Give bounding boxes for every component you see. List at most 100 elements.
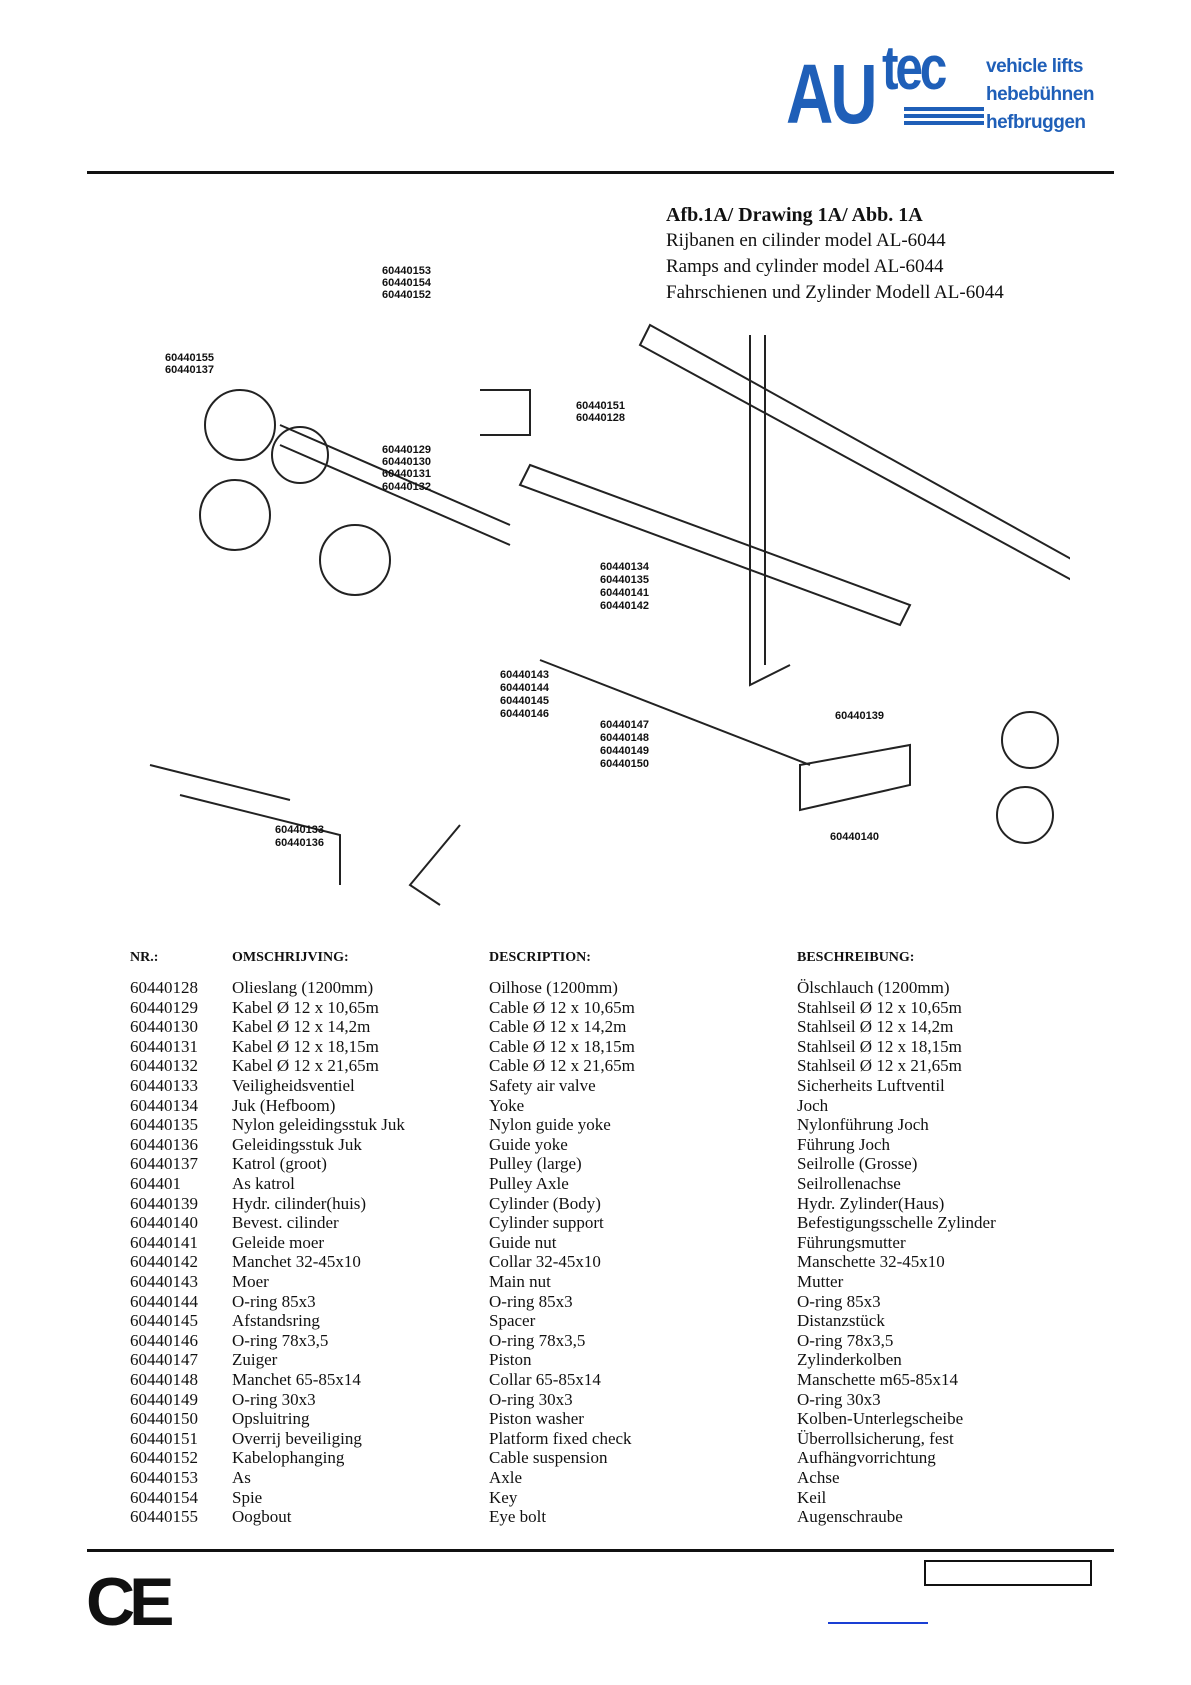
cell-nl: Kabel Ø 12 x 18,15m — [232, 1036, 379, 1056]
cell-nl: Zuiger — [232, 1350, 278, 1370]
cell-de: Joch — [797, 1095, 829, 1115]
footer-rule — [87, 1549, 1114, 1552]
label-60440132: 60440132 — [382, 481, 431, 493]
ce-mark: CE — [86, 1564, 175, 1640]
cell-nr: 60440134 — [130, 1095, 198, 1115]
cell-nl: As katrol — [232, 1174, 295, 1193]
cell-de: O-ring 85x3 — [797, 1291, 881, 1311]
cell-nl: Kabel Ø 12 x 10,65m — [232, 997, 379, 1017]
cell-en: Nylon guide yoke — [489, 1115, 611, 1135]
label-60440151: 60440151 — [576, 400, 625, 412]
ramp-lower — [518, 463, 912, 627]
cell-nr: 60440155 — [130, 1507, 198, 1527]
cell-nr: 60440144 — [130, 1291, 198, 1311]
cell-de: Manschette 32-45x10 — [797, 1252, 945, 1272]
label-60440128: 60440128 — [576, 412, 625, 424]
pulley-4 — [319, 524, 391, 596]
cell-nr: 60440142 — [130, 1252, 198, 1272]
cell-nr: 60440149 — [130, 1389, 198, 1409]
label-60440155: 60440155 — [165, 352, 214, 364]
cell-de: Führung Joch — [797, 1134, 891, 1154]
table-row: 60440129 Kabel Ø 12 x 10,65m Cable Ø 12 x … — [0, 998, 1191, 1018]
cell-de: Führungsmutter — [797, 1232, 906, 1252]
cell-en: Main nut — [489, 1272, 551, 1291]
cell-de: Ölschlauch (1200mm) — [797, 978, 950, 997]
label-60440136: 60440136 — [275, 837, 324, 849]
cell-nl: Spie — [232, 1487, 263, 1507]
cell-en: Cable Ø 12 x 10,65m — [489, 997, 635, 1017]
drawing-caption-de: Fahrschienen und Zylinder Modell AL-6044 — [666, 282, 1004, 303]
cell-nr: 60440148 — [130, 1370, 198, 1389]
cell-en: Oilhose (1200mm) — [489, 978, 618, 997]
footer-link-underline[interactable] — [828, 1622, 928, 1624]
label-60440146: 60440146 — [500, 708, 549, 720]
cell-nr: 60440129 — [130, 997, 198, 1017]
cell-en: Pulley Axle — [489, 1174, 569, 1193]
cell-nr: 60440135 — [130, 1115, 198, 1135]
label-60440142: 60440142 — [600, 600, 649, 612]
cell-nl: O-ring 78x3,5 — [232, 1330, 329, 1350]
logo-tagline-en: vehicle lifts — [986, 56, 1084, 77]
cell-de: Befestigungsschelle Zylinder — [797, 1213, 996, 1233]
cell-en: Yoke — [489, 1095, 525, 1115]
cell-nr: 60440153 — [130, 1468, 198, 1487]
cell-nr: 60440137 — [130, 1154, 198, 1174]
cell-nr: 60440130 — [130, 1017, 198, 1037]
cell-nl: O-ring 85x3 — [232, 1291, 316, 1311]
label-60440144: 60440144 — [500, 682, 550, 694]
cell-en: Piston washer — [489, 1409, 584, 1429]
cell-nl: Oogbout — [232, 1507, 292, 1527]
cell-nr: 60440133 — [130, 1076, 198, 1095]
cell-nl: Veiligheidsventiel — [232, 1076, 355, 1095]
cell-nl: Bevest. cilinder — [232, 1213, 339, 1233]
cell-en: Guide yoke — [489, 1134, 568, 1154]
label-60440140: 60440140 — [830, 831, 879, 843]
cell-nl: Katrol (groot) — [232, 1154, 327, 1174]
label-60440145: 60440145 — [500, 695, 549, 707]
cell-nr: 60440128 — [130, 978, 198, 997]
cell-nr: 60440152 — [130, 1448, 198, 1468]
cell-nl: Kabel Ø 12 x 21,65m — [232, 1056, 379, 1076]
drawing-title: Afb.1A/ Drawing 1A/ Abb. 1A — [666, 204, 923, 226]
cell-nr: 60440151 — [130, 1428, 198, 1448]
cell-en: Cable suspension — [489, 1448, 608, 1468]
cell-de: Stahlseil Ø 12 x 10,65m — [797, 997, 962, 1017]
cell-nr: 60440154 — [130, 1487, 198, 1507]
label-60440153: 60440153 — [382, 265, 431, 277]
cell-de: Achse — [797, 1468, 840, 1487]
cell-en: Collar 65-85x14 — [489, 1370, 601, 1389]
piston-rod — [539, 659, 811, 766]
cell-nl: Manchet 65-85x14 — [232, 1370, 361, 1389]
drawing-caption-en: Ramps and cylinder model AL-6044 — [666, 256, 944, 277]
cell-de: Keil — [797, 1487, 827, 1507]
pulley-3 — [199, 479, 271, 551]
drawing-title-block: Afb.1A/ Drawing 1A/ Abb. 1A Rijbanen en … — [666, 202, 1004, 306]
drawing-caption-nl: Rijbanen en cilinder model AL-6044 — [666, 230, 946, 251]
cell-nl: Manchet 32-45x10 — [232, 1252, 361, 1272]
page-number-box — [924, 1560, 1092, 1586]
cell-de: Stahlseil Ø 12 x 21,65m — [797, 1056, 962, 1076]
cell-nl: Hydr. cilinder(huis) — [232, 1193, 367, 1213]
cell-de: O-ring 78x3,5 — [797, 1330, 894, 1350]
cell-nl: Geleidingsstuk Juk — [232, 1134, 362, 1154]
logo-tagline-nl: hefbruggen — [986, 112, 1086, 133]
label-60440152: 60440152 — [382, 289, 431, 301]
cell-de: Zylinderkolben — [797, 1350, 902, 1370]
label-60440130: 60440130 — [382, 456, 431, 468]
part-labels: 60440153 60440154 60440152 60440155 6044… — [165, 265, 884, 849]
logo-underline-bars — [904, 107, 984, 128]
label-60440141: 60440141 — [600, 587, 649, 599]
